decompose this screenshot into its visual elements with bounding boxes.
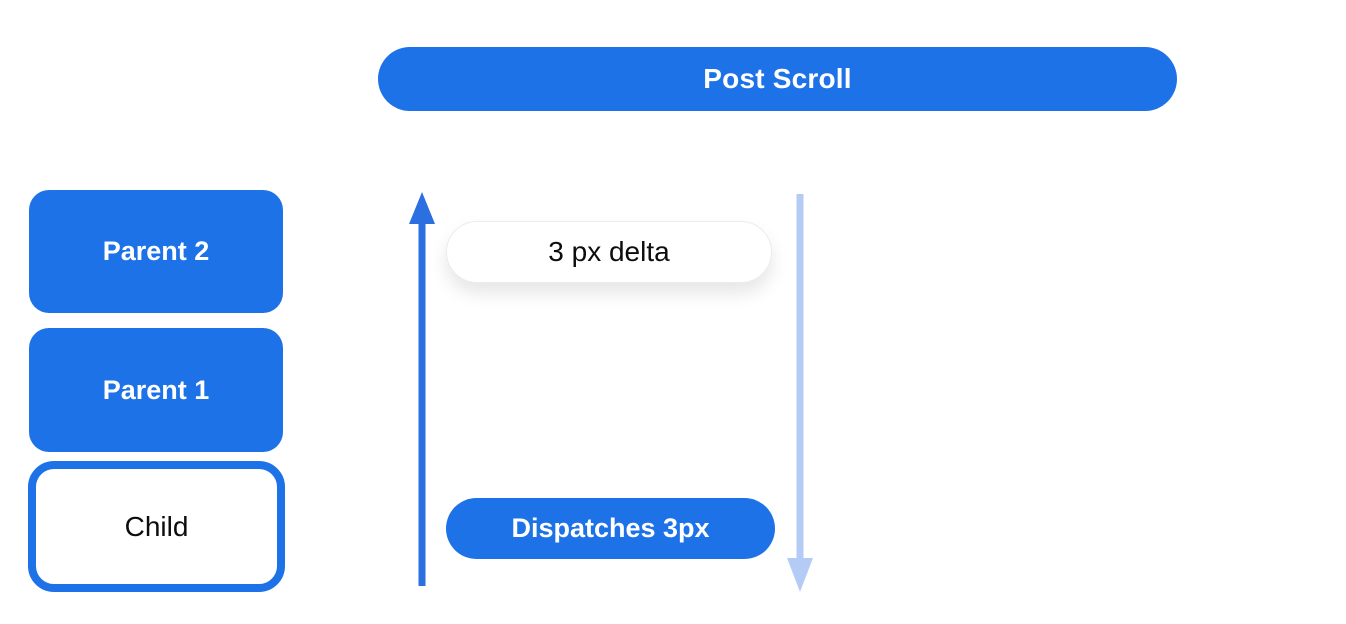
parent-1-box: Parent 1 xyxy=(29,328,283,452)
dispatch-pill: Dispatches 3px xyxy=(446,498,775,559)
child-label: Child xyxy=(124,510,189,542)
child-box: Child xyxy=(28,461,285,592)
parent-2-box: Parent 2 xyxy=(29,190,283,313)
post-scroll-pill: Post Scroll xyxy=(378,47,1177,111)
parent-2-label: Parent 2 xyxy=(102,236,210,266)
arrow-up-icon xyxy=(409,192,435,586)
delta-pill: 3 px delta xyxy=(446,221,772,283)
arrow-down-icon xyxy=(787,194,813,592)
parent-1-label: Parent 1 xyxy=(102,374,210,405)
